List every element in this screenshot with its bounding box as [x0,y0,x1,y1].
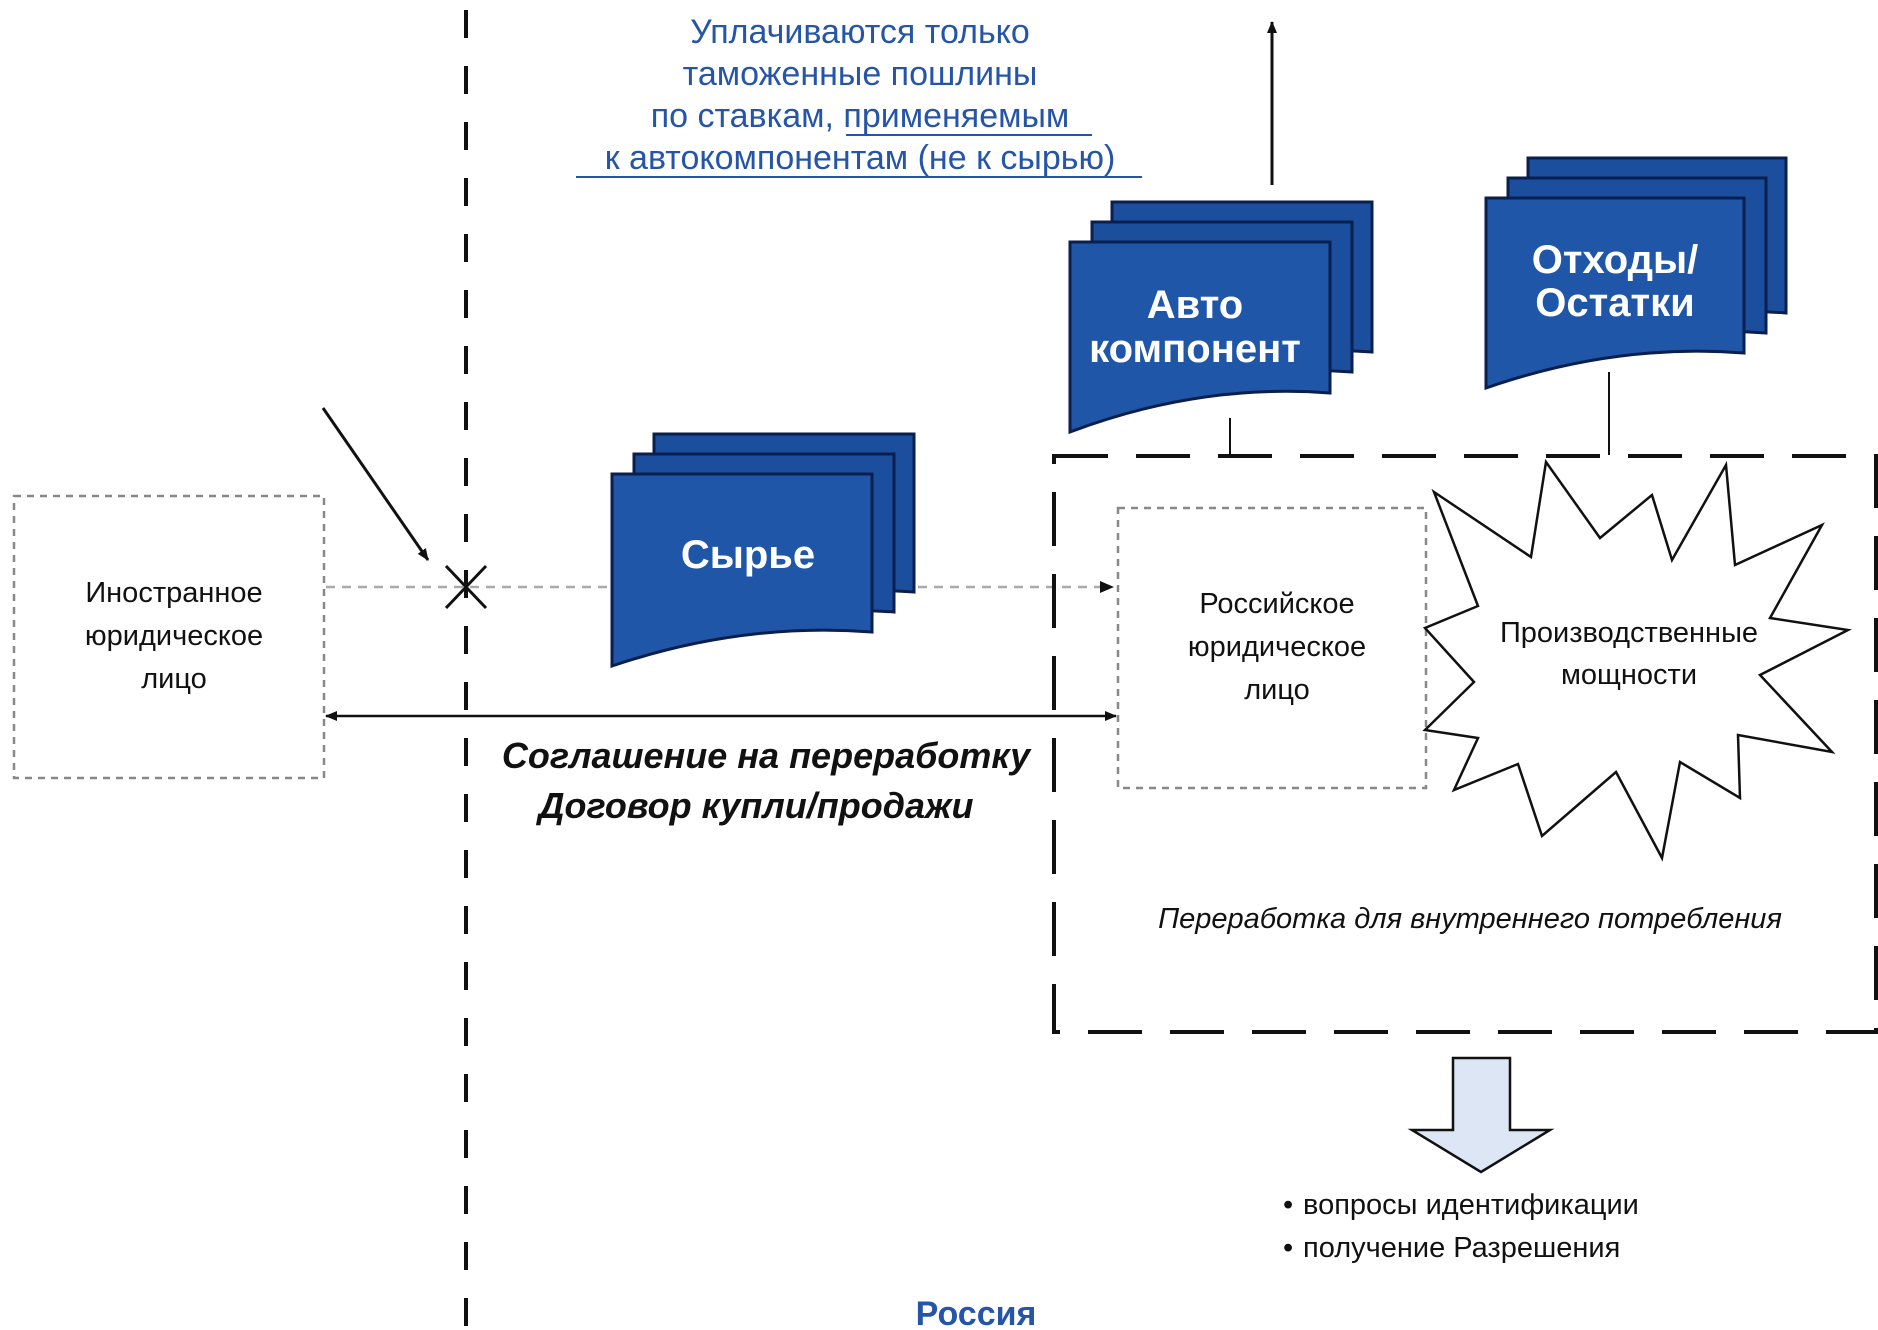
processing-zone-box [1052,454,1878,1034]
russian-entity-label-3: лицо [1244,674,1310,706]
bullet-marker-1: • [1283,1189,1293,1221]
auto-component-label-1: Авто [1147,283,1243,327]
agreement-line-2: Договор купли/продажи [536,785,974,826]
production-label-2: мощности [1561,659,1697,691]
foreign-entity-box [12,494,326,780]
bullet-item-1: вопросы идентификации [1303,1189,1639,1221]
duty-note-line-2: таможенные пошлины [683,55,1038,93]
agreement-line-1: Соглашение на переработку [502,735,1032,776]
russian-entity-box [1116,506,1428,790]
russian-entity-label-2: юридическое [1188,631,1366,663]
result-down-arrow [1407,1056,1555,1174]
bullet-marker-2: • [1283,1232,1293,1264]
foreign-entity-label-3: лицо [141,663,207,695]
duty-note: Уплачиваются только таможенные пошлины п… [576,13,1142,178]
duty-note-line-1: Уплачиваются только [690,13,1030,51]
waste-label-2: Остатки [1535,281,1694,325]
production-label-1: Производственные [1500,617,1758,649]
auto-component-label-2: компонент [1089,327,1301,371]
raw-material-label: Сырье [681,533,815,577]
raw-material-flow-arrowhead [1100,581,1114,593]
foreign-entity-label-1: Иностранное [85,577,262,609]
crossing-x-mark [444,564,488,610]
russian-entity-label-1: Российское [1199,588,1354,620]
country-label: Россия [916,1295,1037,1330]
duty-note-line-4: к автокомпонентам (не к сырью) [605,139,1116,177]
bullet-item-2: получение Разрешения [1303,1232,1620,1264]
foreign-entity-label-2: юридическое [85,620,263,652]
blocked-crossing-arrow [321,407,430,561]
raw-material-doc-stack: Сырье [610,432,916,669]
processing-caption: Переработка для внутреннего потребления [1158,903,1782,935]
auto-component-doc-stack: Авто компонент [1068,200,1374,435]
waste-label-1: Отходы/ [1532,238,1699,282]
waste-doc-stack: Отходы/ Остатки [1484,156,1788,391]
duty-note-line-3: по ставкам, применяемым [651,97,1070,135]
production-starburst [1422,458,1853,862]
